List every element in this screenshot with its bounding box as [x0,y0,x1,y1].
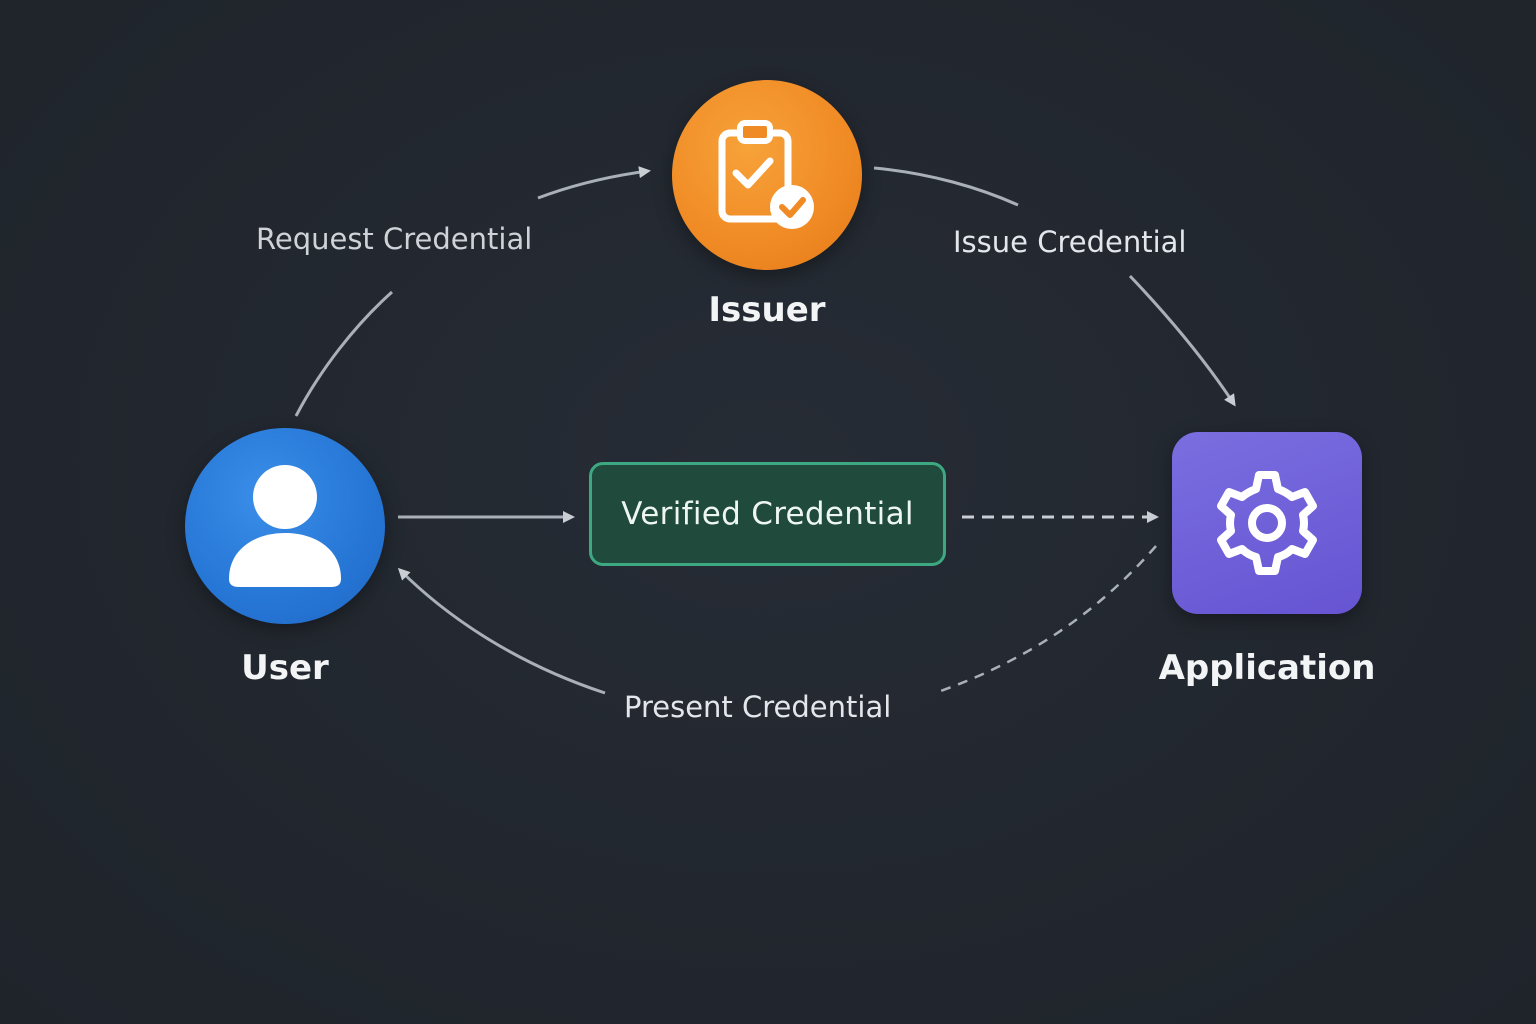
user-label: User [241,648,329,688]
present-credential-label: Present Credential [624,690,892,724]
edge-issue-credential [873,166,1019,207]
application-node[interactable] [1172,432,1362,614]
issuer-label: Issuer [708,290,826,330]
edge-request-credential-head [537,166,651,200]
edge-request-credential [294,290,393,417]
issuer-node[interactable] [672,80,862,270]
gear-icon [1217,471,1317,575]
edge-present-credential-solid [397,567,606,695]
request-credential-label: Request Credential [256,222,533,256]
clipboard-check-icon [718,120,814,229]
edge-issue-credential-head [1128,274,1236,407]
verified-credential-label: Verified Credential [621,496,914,532]
user-icon [229,465,341,587]
edge-present-credential-dashed [934,545,1157,695]
user-node[interactable] [185,428,385,624]
verified-credential-box[interactable]: Verified Credential [589,462,946,566]
issue-credential-label: Issue Credential [953,225,1187,259]
application-label: Application [1158,648,1376,688]
